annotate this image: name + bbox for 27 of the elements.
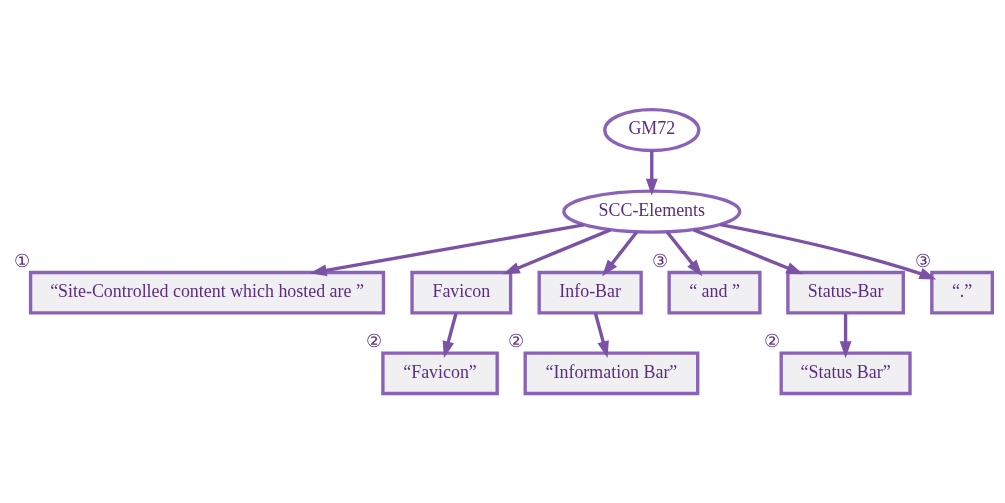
node-box: Favicon [410, 270, 513, 315]
arrow [502, 228, 612, 275]
node-box: Status-Bar [786, 270, 905, 315]
node-box: “ and ” [667, 270, 762, 315]
arrow [720, 223, 937, 280]
node-box: Info-Bar [537, 270, 643, 315]
node-box: “Status Bar” [779, 351, 912, 396]
node-box: “.” [930, 270, 995, 315]
arrow [665, 231, 703, 277]
arrow [693, 228, 804, 275]
arrow [309, 223, 585, 277]
node-box: “Favicon” [381, 351, 499, 396]
arrow [645, 150, 658, 196]
arrow [602, 231, 638, 277]
node-label: ② [365, 331, 382, 352]
node-label: ③ [914, 250, 931, 271]
node-ellipse: GM72 [603, 107, 701, 153]
arrow [839, 313, 852, 359]
arrow [593, 312, 609, 358]
node-ellipse: SCC-Elements [562, 189, 742, 234]
node-label: ③ [652, 250, 669, 271]
node-box: “Site-Controlled content which hosted are ” [28, 270, 386, 315]
node-box: “Information Bar” [523, 351, 700, 396]
node-label: ② [508, 331, 525, 352]
arrow [442, 312, 458, 358]
node-label: ② [764, 331, 781, 352]
node-label: ① [13, 250, 30, 271]
